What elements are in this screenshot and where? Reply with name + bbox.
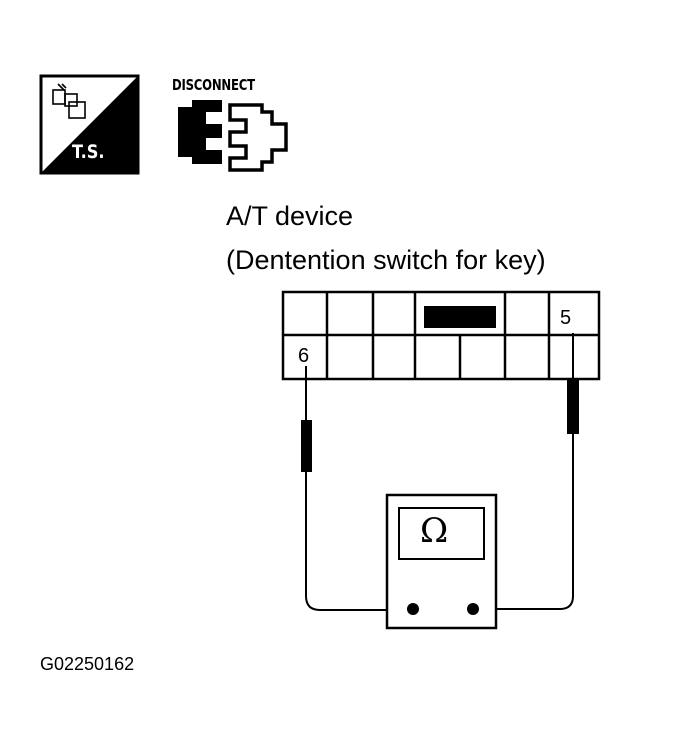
probe-left <box>301 366 410 611</box>
ohm-symbol: Ω <box>420 511 449 551</box>
trouble-shooting-icon <box>39 74 140 175</box>
terminal-label-5: 5 <box>560 307 572 329</box>
trouble-shooting-label: T.S. <box>72 141 105 163</box>
disconnect-label: DISCONNECT <box>172 76 255 94</box>
ohmmeter <box>385 493 498 630</box>
disconnect-icon <box>178 100 288 172</box>
figure-code: G02250162 <box>40 654 135 674</box>
device-subtitle: (Dentention switch for key) <box>226 245 546 275</box>
terminal-label-6: 6 <box>298 345 310 367</box>
meter-jack-right <box>467 603 479 615</box>
connector-lock-tab <box>424 306 496 328</box>
meter-jack-left <box>407 603 419 615</box>
connector-block <box>281 290 601 381</box>
probe-right <box>474 333 579 610</box>
device-title: A/T device <box>226 201 354 231</box>
